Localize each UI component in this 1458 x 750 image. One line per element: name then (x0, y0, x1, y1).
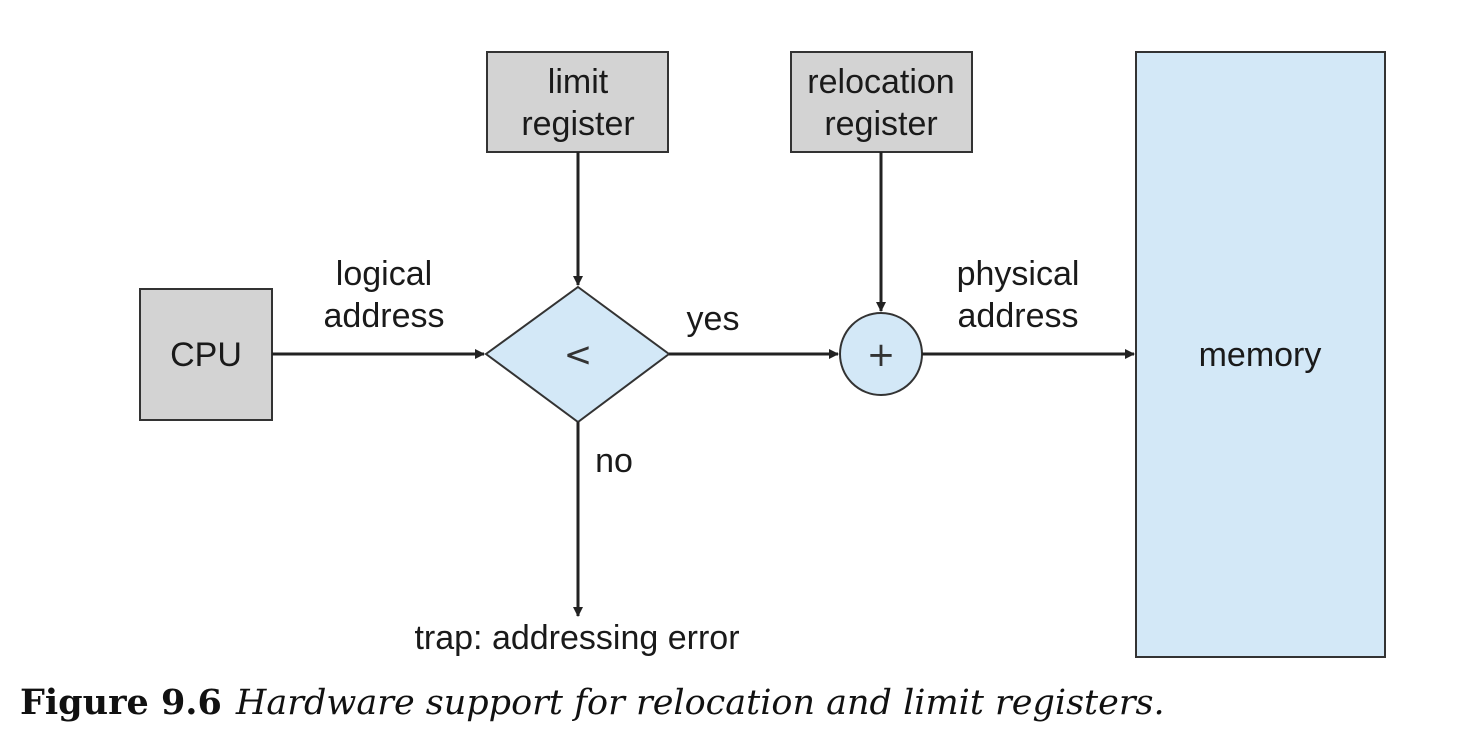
cpu-box: CPU (139, 288, 273, 421)
trap-label: trap: addressing error (414, 619, 739, 657)
figure-number: Figure 9.6 (20, 682, 222, 723)
limit-register-label-line2: register (521, 105, 634, 143)
memory-label: memory (1199, 336, 1322, 374)
figure-caption: Figure 9.6 Hardware support for relocatio… (20, 682, 1165, 723)
memory-box: memory (1135, 51, 1386, 658)
physical-address-label-line1: physical (957, 255, 1080, 293)
limit-register-box: limit register (486, 51, 669, 153)
no-label: no (595, 442, 633, 480)
less-than-symbol: < (564, 335, 593, 375)
physical-address-label-line2: address (958, 297, 1079, 335)
limit-register-label-line1: limit (548, 63, 609, 101)
plus-symbol: + (867, 335, 896, 375)
logical-address-label-line2: address (324, 297, 445, 335)
adder-circle: + (839, 312, 923, 396)
comparator-diamond: < (484, 285, 671, 424)
relocation-register-label-line2: register (824, 105, 937, 143)
relocation-register-box: relocation register (790, 51, 973, 153)
figure-caption-text: Hardware support for relocation and limi… (235, 683, 1165, 723)
cpu-label: CPU (170, 336, 242, 374)
relocation-register-label-line1: relocation (807, 63, 954, 101)
yes-label: yes (687, 300, 740, 338)
relocation-limit-diagram: CPU limit register relocation register m… (139, 51, 1386, 658)
logical-address-label-line1: logical (336, 255, 432, 293)
